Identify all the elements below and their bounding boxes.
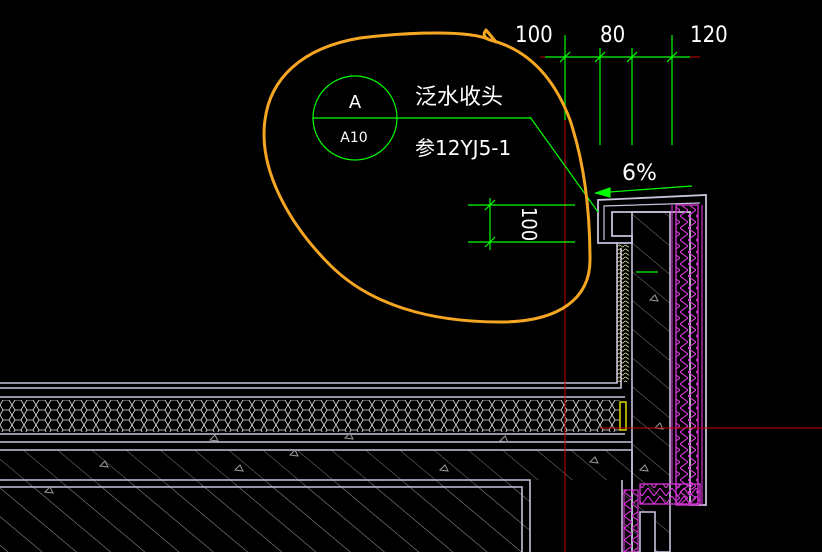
slab-inner-l [0, 479, 531, 552]
insulation-lower-left [623, 489, 639, 552]
callout-sheet: A10 [340, 130, 367, 146]
callout-title: 泛水收头 [415, 85, 503, 110]
slab-top-line-2 [0, 248, 622, 389]
highlight-annotation [262, 28, 592, 324]
dim-120-top: 120 [690, 23, 728, 48]
callout-reference: 参12YJ5-1 [415, 136, 511, 160]
external-insulation [675, 204, 699, 506]
detail-callout[interactable]: A A10 泛水收头 参12YJ5-1 [312, 75, 530, 161]
dim-100-vertical: 100 [517, 207, 541, 241]
insulation-end-marker [619, 401, 627, 431]
parapet-inner [603, 202, 701, 240]
waterproof-membrane [617, 244, 629, 382]
parapet [597, 194, 707, 552]
slab-lower [0, 484, 525, 552]
slab-inner-l2 [0, 486, 523, 552]
dim-100-top: 100 [515, 23, 553, 48]
insulation-band [0, 400, 620, 432]
slab-top-line [0, 243, 618, 384]
external-insulation-bottom [639, 483, 701, 505]
concrete-structure [0, 211, 671, 552]
aggregate-markers [43, 294, 664, 494]
wall-concrete [631, 211, 671, 552]
slope-label: 6% [622, 161, 657, 186]
callout-letter: A [349, 92, 362, 113]
dim-80-top: 80 [600, 23, 625, 48]
